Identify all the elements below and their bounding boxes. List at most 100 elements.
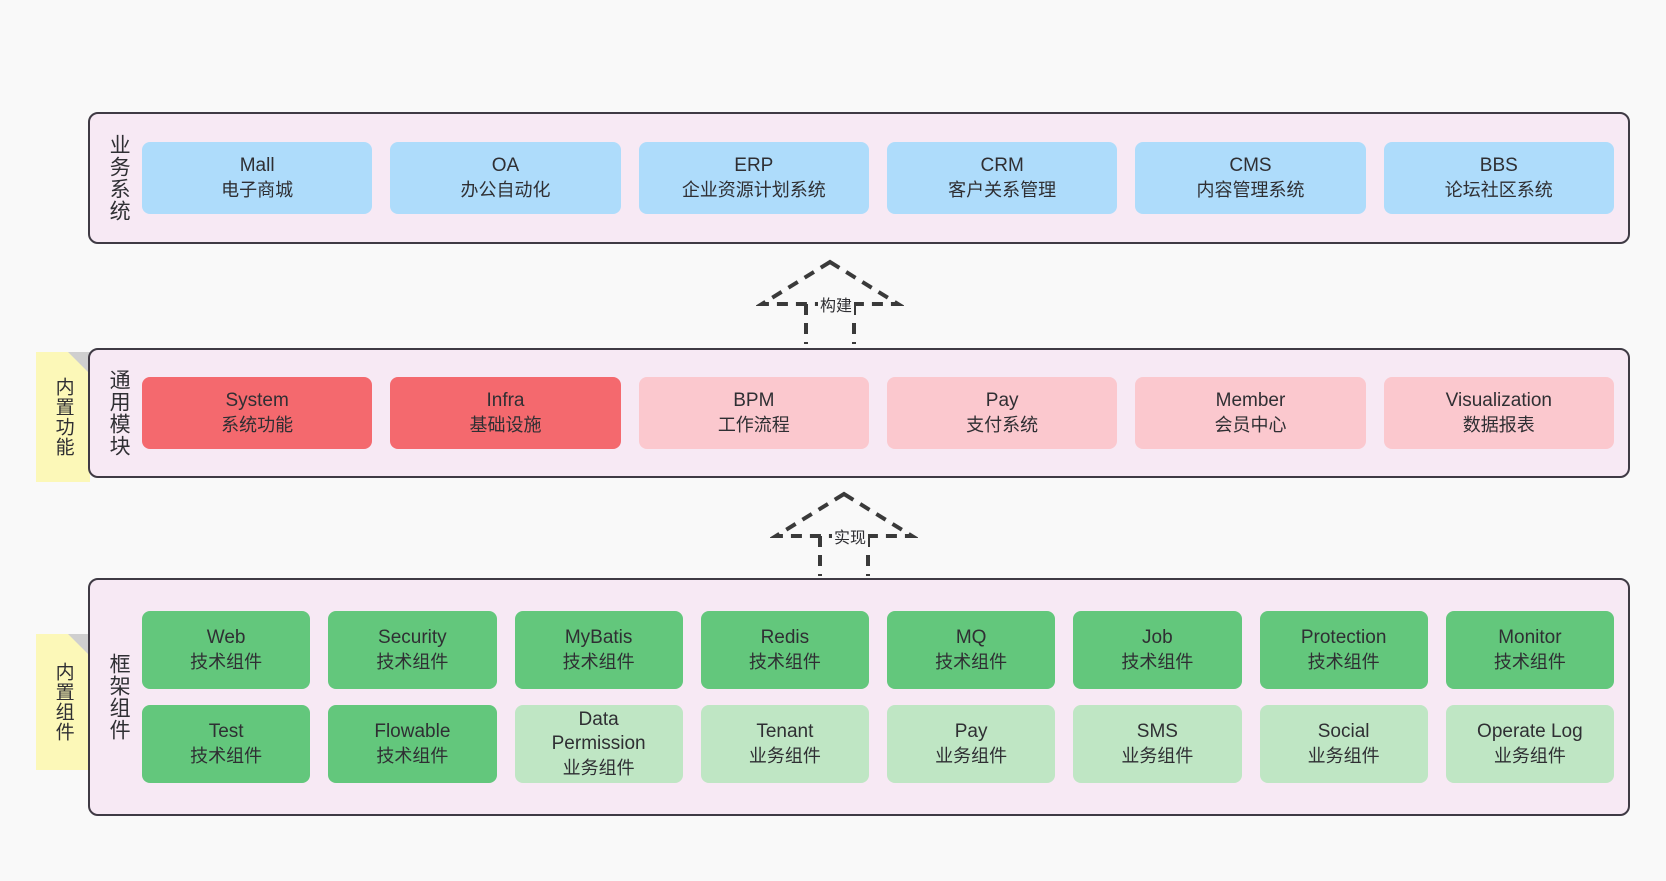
node-subtitle: 业务组件 [1493, 745, 1566, 766]
node-pay-component[interactable]: Pay 业务组件 [887, 705, 1056, 783]
node-sms[interactable]: SMS 业务组件 [1073, 705, 1242, 783]
node-cms[interactable]: CMS 内容管理系统 [1135, 142, 1366, 214]
node-bpm[interactable]: BPM 工作流程 [638, 377, 869, 449]
sticky-fold-icon [68, 634, 90, 656]
node-subtitle: 技术组件 [1493, 651, 1566, 672]
card-row: System 系统功能 Infra 基础设施 BPM 工作流程 Pay 支付系统… [142, 377, 1614, 449]
node-title: Job [1142, 627, 1173, 649]
node-subtitle: 客户关系管理 [948, 179, 1057, 200]
node-title: OA [491, 155, 520, 177]
node-pay-module[interactable]: Pay 支付系统 [886, 377, 1118, 449]
layer-label-framework-components: 框架组件 [107, 653, 131, 741]
node-subtitle: 论坛社区系统 [1444, 179, 1553, 200]
node-title: System [225, 390, 289, 412]
node-subtitle: 会员中心 [1214, 414, 1287, 435]
layer-body-framework-components: Web 技术组件 Security 技术组件 MyBatis 技术组件 Redi… [138, 580, 1628, 814]
node-subtitle: 技术组件 [1121, 651, 1194, 672]
node-title: MyBatis [564, 627, 633, 649]
layer-common-modules: 通用模块 System 系统功能 Infra 基础设施 BPM 工作流程 Pay… [88, 348, 1630, 478]
node-mall[interactable]: Mall 电子商城 [142, 142, 373, 214]
node-member[interactable]: Member 会员中心 [1135, 377, 1366, 449]
node-title: BPM [733, 390, 775, 412]
node-social[interactable]: Social 业务组件 [1259, 705, 1428, 783]
node-title: Mall [239, 155, 275, 177]
node-title: Social [1317, 721, 1370, 743]
connector-implement: 实现 [770, 488, 918, 576]
node-data-permission[interactable]: Data Permission 业务组件 [514, 705, 683, 783]
node-protection[interactable]: Protection 技术组件 [1259, 611, 1428, 689]
node-tenant[interactable]: Tenant 业务组件 [700, 705, 869, 783]
node-title: Tenant [756, 721, 814, 743]
node-subtitle: 技术组件 [190, 651, 263, 672]
node-title: CRM [980, 155, 1024, 177]
node-subtitle: 业务组件 [1121, 745, 1194, 766]
card-row: Web 技术组件 Security 技术组件 MyBatis 技术组件 Redi… [142, 611, 1614, 689]
node-subtitle: 业务组件 [562, 757, 635, 778]
node-title: Operate Log [1477, 721, 1583, 743]
node-title: Flowable [374, 721, 451, 743]
sticky-note-text: 内置组件 [52, 662, 74, 742]
layer-label-common-modules: 通用模块 [107, 369, 131, 457]
node-monitor[interactable]: Monitor 技术组件 [1445, 611, 1614, 689]
node-subtitle: 业务组件 [748, 745, 821, 766]
node-security[interactable]: Security 技术组件 [328, 611, 497, 689]
node-crm[interactable]: CRM 客户关系管理 [886, 142, 1118, 214]
connector-build: 构建 [756, 256, 904, 344]
sticky-fold-icon [68, 352, 90, 374]
sticky-note-builtin-features: 内置功能 [36, 352, 90, 482]
sticky-note-builtin-components: 内置组件 [36, 634, 90, 770]
node-subtitle: 基础设施 [469, 414, 542, 435]
node-subtitle: 业务组件 [935, 745, 1008, 766]
node-job[interactable]: Job 技术组件 [1073, 611, 1242, 689]
node-mybatis[interactable]: MyBatis 技术组件 [514, 611, 683, 689]
node-visualization[interactable]: Visualization 数据报表 [1383, 377, 1614, 449]
node-bbs[interactable]: BBS 论坛社区系统 [1383, 142, 1614, 214]
node-web[interactable]: Web 技术组件 [142, 611, 311, 689]
node-redis[interactable]: Redis 技术组件 [700, 611, 869, 689]
node-title: Security [378, 627, 447, 649]
node-mq[interactable]: MQ 技术组件 [887, 611, 1056, 689]
node-title: Redis [760, 627, 810, 649]
node-title: Web [206, 627, 246, 649]
layer-body-common-modules: System 系统功能 Infra 基础设施 BPM 工作流程 Pay 支付系统… [138, 350, 1628, 476]
node-title: BBS [1479, 155, 1518, 177]
layer-business-systems: 业务系统 Mall 电子商城 OA 办公自动化 ERP 企业资源计划系统 CRM… [88, 112, 1630, 244]
node-title: MQ [955, 627, 987, 649]
node-subtitle: 技术组件 [748, 651, 821, 672]
node-title: CMS [1229, 155, 1272, 177]
sticky-note-text: 内置功能 [52, 377, 74, 457]
node-subtitle: 技术组件 [376, 745, 449, 766]
card-row: Test 技术组件 Flowable 技术组件 Data Permission … [142, 705, 1614, 783]
node-title: Pay [985, 390, 1019, 412]
node-subtitle: 支付系统 [966, 414, 1039, 435]
node-system[interactable]: System 系统功能 [142, 377, 373, 449]
node-oa[interactable]: OA 办公自动化 [390, 142, 621, 214]
connector-build-label: 构建 [818, 292, 855, 316]
layer-body-business-systems: Mall 电子商城 OA 办公自动化 ERP 企业资源计划系统 CRM 客户关系… [138, 114, 1628, 242]
node-subtitle: 办公自动化 [460, 179, 551, 200]
node-erp[interactable]: ERP 企业资源计划系统 [638, 142, 869, 214]
node-subtitle: 业务组件 [1307, 745, 1380, 766]
node-subtitle: 内容管理系统 [1196, 179, 1305, 200]
node-title: SMS [1136, 721, 1178, 743]
node-title: Monitor [1498, 627, 1562, 649]
node-title: Visualization [1445, 390, 1552, 412]
node-subtitle: 工作流程 [717, 414, 790, 435]
node-title: Protection [1300, 627, 1387, 649]
node-subtitle: 企业资源计划系统 [681, 179, 826, 200]
node-title: Member [1215, 390, 1286, 412]
node-flowable[interactable]: Flowable 技术组件 [328, 705, 497, 783]
node-infra[interactable]: Infra 基础设施 [390, 377, 621, 449]
node-title: Data Permission [551, 709, 646, 755]
connector-implement-label: 实现 [832, 524, 869, 548]
node-subtitle: 技术组件 [190, 745, 263, 766]
card-row: Mall 电子商城 OA 办公自动化 ERP 企业资源计划系统 CRM 客户关系… [142, 142, 1614, 214]
node-operate-log[interactable]: Operate Log 业务组件 [1445, 705, 1614, 783]
node-subtitle: 技术组件 [1307, 651, 1380, 672]
node-subtitle: 技术组件 [376, 651, 449, 672]
node-subtitle: 系统功能 [221, 414, 294, 435]
layer-label-business-systems: 业务系统 [107, 134, 131, 222]
node-test[interactable]: Test 技术组件 [142, 705, 311, 783]
node-subtitle: 技术组件 [935, 651, 1008, 672]
